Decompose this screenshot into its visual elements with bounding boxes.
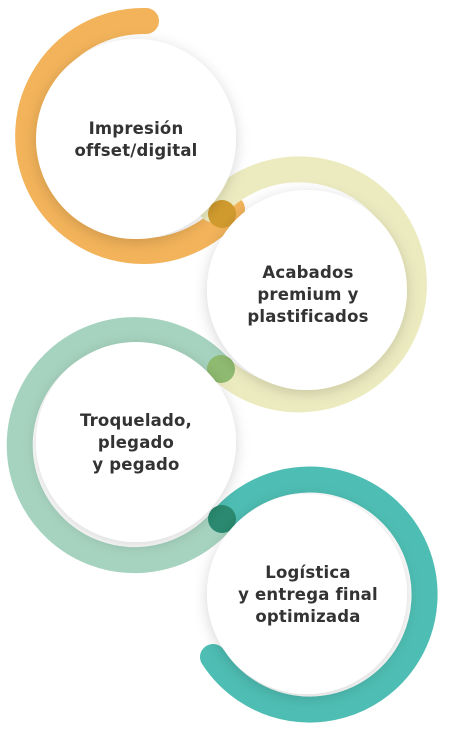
step-4-line-2: y entrega final [238, 585, 378, 604]
step-2-line-3: plastificados [247, 307, 369, 326]
step-3-label: Troquelado, plegado y pegado [46, 410, 226, 476]
step-2-circle [207, 190, 407, 390]
overlap-dot-3-4 [208, 505, 236, 533]
step-1-line-2: offset/digital [74, 141, 198, 160]
step-1-circle [36, 39, 236, 239]
step-2-ring [199, 156, 427, 413]
step-3-ring [6, 317, 235, 574]
step-4-ring [200, 466, 438, 723]
step-2-line-1: Acabados [262, 263, 354, 282]
step-1-ring [15, 7, 245, 264]
step-4-line-3: optimizada [255, 607, 361, 626]
step-3-line-1: Troquelado, [79, 411, 193, 430]
overlap-dot-2-3 [207, 355, 235, 383]
step-4-circle [207, 494, 407, 694]
step-2-label: Acabados premium y plastificados [218, 262, 398, 328]
step-4-line-1: Logística [265, 563, 351, 582]
step-1-label: Impresión offset/digital [46, 118, 226, 162]
step-3-line-3: y pegado [92, 455, 180, 474]
step-2-line-2: premium y [257, 285, 359, 304]
step-4-label: Logística y entrega final optimizada [218, 562, 398, 628]
step-3-line-2: plegado [97, 433, 175, 452]
step-3-circle [36, 342, 236, 542]
step-1-line-1: Impresión [88, 119, 184, 138]
overlap-dot-1-2 [208, 200, 236, 228]
